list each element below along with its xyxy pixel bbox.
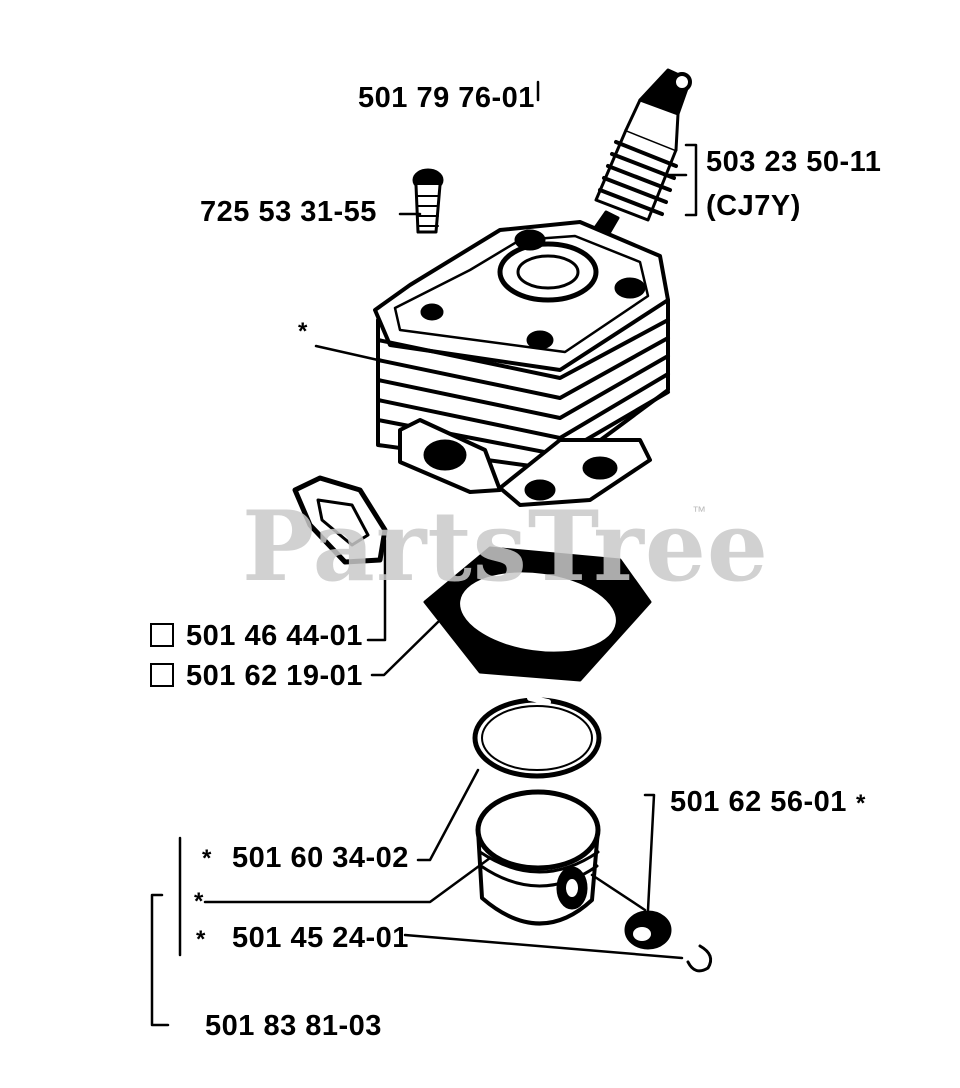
cylinder-drawing	[373, 220, 670, 507]
label-spark-plug-type: (CJ7Y)	[706, 190, 801, 222]
label-piston-kit: 501 83 81-03	[205, 1010, 382, 1042]
label-piston-ring: 501 60 34-02	[232, 842, 409, 874]
wrist-pin-drawing	[624, 910, 672, 950]
checkbox-icon	[150, 663, 174, 687]
intake-gasket-drawing	[292, 475, 388, 565]
circlip-drawing	[686, 944, 713, 973]
asterisk-piston: *	[194, 888, 204, 915]
piston-drawing	[475, 789, 601, 926]
asterisk-piston-ring: *	[202, 845, 212, 872]
label-wrist-pin: 501 62 56-01	[670, 786, 847, 818]
asterisk-circlip: *	[196, 926, 206, 953]
label-gasket-a: 501 46 44-01	[150, 620, 363, 653]
piston-ring-drawing	[472, 695, 602, 779]
watermark: PartsTree	[242, 490, 769, 603]
asterisk-cylinder: *	[298, 318, 308, 345]
label-spark-plug-part: 503 23 50-11	[706, 146, 882, 178]
gasket-a-text: 501 46 44-01	[186, 620, 363, 652]
label-bolt: 725 53 31-55	[200, 196, 377, 228]
label-spark-plug-top: 501 79 76-01	[358, 82, 535, 114]
base-gasket-drawing	[423, 546, 652, 682]
label-gasket-b: 501 62 19-01	[150, 660, 363, 693]
gasket-b-text: 501 62 19-01	[186, 660, 363, 692]
trademark-symbol: ™	[692, 503, 706, 519]
checkbox-icon	[150, 623, 174, 647]
spark-plug-drawing	[588, 68, 692, 244]
asterisk-wrist-pin: *	[856, 790, 866, 817]
leader-lines	[150, 80, 698, 1027]
bolt-drawing	[412, 168, 444, 234]
label-circlip: 501 45 24-01	[232, 922, 409, 954]
